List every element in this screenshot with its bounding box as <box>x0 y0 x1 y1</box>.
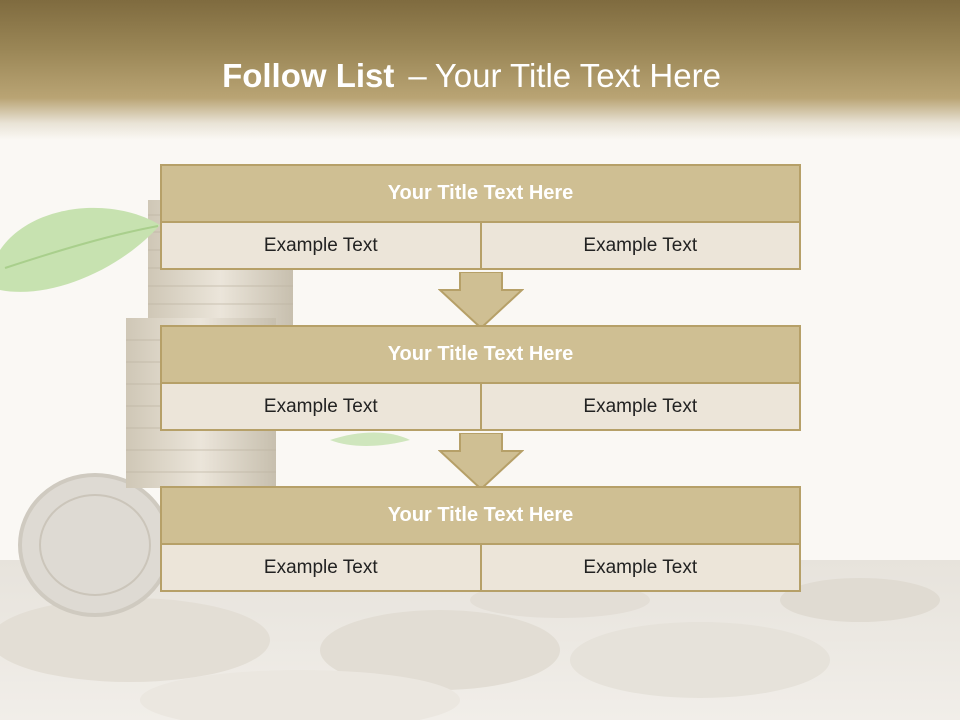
flow-step-left-cell: Example Text <box>160 382 482 431</box>
page-title-separator: – <box>408 57 427 94</box>
flow-step-right-cell: Example Text <box>481 382 801 431</box>
flow-step-row: Example Text Example Text <box>160 382 801 431</box>
flow-step-2: Your Title Text Here Example Text Exampl… <box>160 325 801 433</box>
flow-step-left-cell: Example Text <box>160 543 482 592</box>
flow-step-right-cell: Example Text <box>481 221 801 270</box>
flow-step-right-cell: Example Text <box>481 543 801 592</box>
flow-step-title: Your Title Text Here <box>160 486 801 545</box>
flow-step-row: Example Text Example Text <box>160 543 801 592</box>
flow-step-title: Your Title Text Here <box>160 164 801 223</box>
down-arrow-icon <box>438 272 524 330</box>
page-title-bold: Follow List <box>222 57 395 94</box>
down-arrow-icon <box>438 433 524 491</box>
flow-step-title: Your Title Text Here <box>160 325 801 384</box>
flow-step-3: Your Title Text Here Example Text Exampl… <box>160 486 801 594</box>
flow-step-left-cell: Example Text <box>160 221 482 270</box>
flow-step-row: Example Text Example Text <box>160 221 801 270</box>
header-band: Follow List–Your Title Text Here <box>0 0 960 140</box>
flow-step-1: Your Title Text Here Example Text Exampl… <box>160 164 801 272</box>
page-title-subtitle: Your Title Text Here <box>434 57 721 94</box>
page-title: Follow List–Your Title Text Here <box>0 54 943 98</box>
